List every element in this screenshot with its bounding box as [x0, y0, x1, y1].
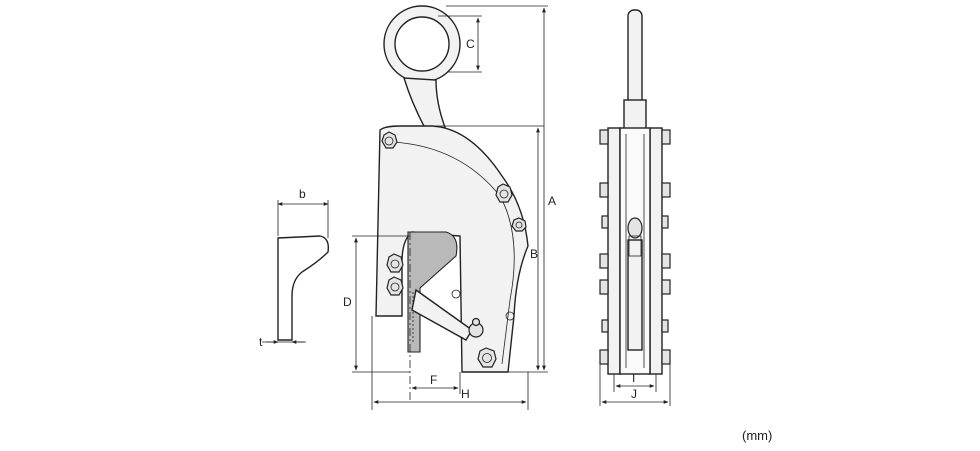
dim-label-A: A: [548, 194, 556, 208]
clamp-side-view: I J: [599, 9, 671, 406]
dim-label-t: t: [259, 335, 263, 349]
dim-label-I: I: [632, 371, 635, 385]
clamp-front-view: A B C D F H: [343, 5, 556, 410]
dim-label-B: B: [530, 247, 538, 261]
dim-label-C: C: [466, 37, 475, 51]
dim-label-H: H: [461, 387, 470, 401]
unit-note: (mm): [742, 428, 773, 443]
dim-label-F: F: [430, 373, 437, 387]
dim-label-b: b: [299, 187, 306, 201]
side-bolts: [599, 129, 671, 365]
dim-label-D: D: [343, 295, 352, 309]
dim-label-J: J: [631, 387, 637, 401]
plate-profile: b t: [259, 187, 330, 349]
